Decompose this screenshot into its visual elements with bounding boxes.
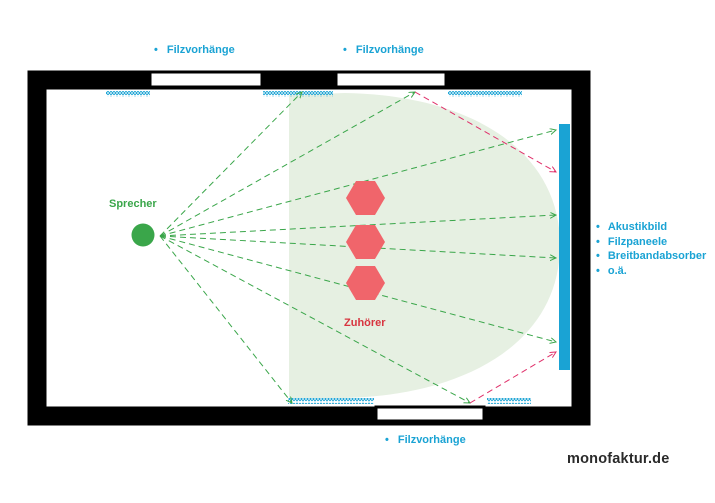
listener-1 [346,181,385,215]
absorber-item: Breitbandabsorber [596,249,706,264]
label-absorber-list: Akustikbild Filzpaneele Breitbandabsorbe… [596,220,706,278]
felt-curtain-top-1 [106,91,150,97]
listening-area [289,93,560,398]
label-speaker: Sprecher [109,198,157,210]
label-listeners: Zuhörer [344,317,386,329]
absorber-item: Filzpaneele [596,235,706,250]
listeners [346,181,385,300]
absorber-item: o.ä. [596,264,706,279]
felt-curtain-bottom-1 [288,398,374,404]
felt-curtain-top-3 [448,91,522,97]
absorber-item: Akustikbild [596,220,706,235]
listener-2 [346,225,385,259]
window-top-right [334,70,448,89]
label-curtain-top-left: •Filzvorhänge [154,44,235,56]
window-top-left [148,70,264,89]
room-walls [27,70,591,426]
brand-logo: monofaktur.de [567,451,670,467]
felt-curtain-bottom-2 [487,398,531,404]
absorber-panel [559,124,570,370]
reflected-rays [414,91,556,404]
window-bottom [374,405,486,423]
felt-curtain-top-2 [263,91,333,97]
listener-3 [346,266,385,300]
label-curtain-bottom: •Filzvorhänge [385,434,466,446]
label-curtain-top-right: •Filzvorhänge [343,44,424,56]
speaker-dot [131,223,155,247]
